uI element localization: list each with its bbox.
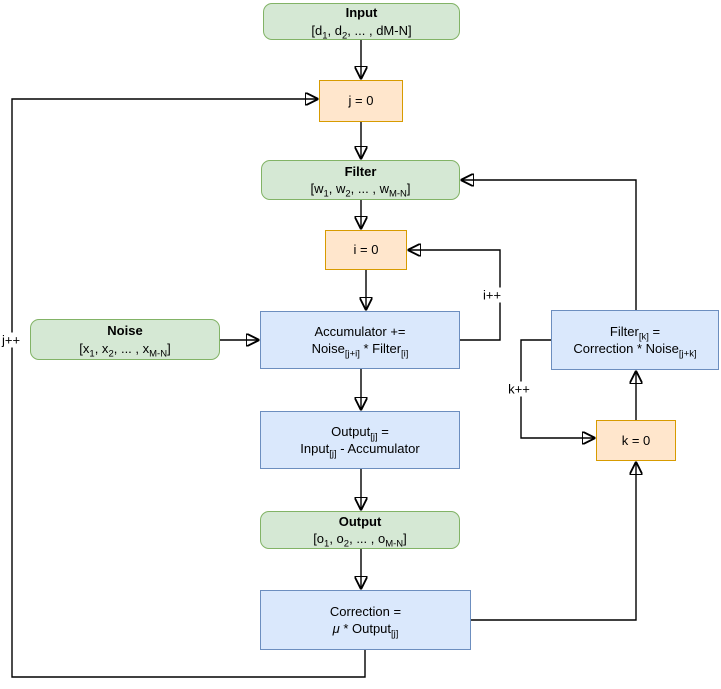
edge-correction-to-k-init	[471, 463, 636, 621]
node-j-init: j = 0	[319, 80, 403, 122]
node-i-init: i = 0	[325, 230, 407, 270]
node-output-j: Output[j] = Input[j] - Accumulator	[260, 411, 460, 469]
node-correction: Correction = μ * Output[j]	[260, 590, 471, 650]
edge-label-k-increment: k++	[506, 381, 532, 397]
node-filter-title: Filter	[344, 163, 377, 179]
node-accumulator-line1: Accumulator +=	[314, 323, 406, 339]
node-filter-formula: [w1, w2, ... , wM-N]	[310, 181, 411, 200]
node-filter-k-line2: Correction * Noise[j+k]	[573, 341, 697, 360]
node-output: Output [o1, o2, ... , oM-N]	[260, 511, 460, 549]
edge-label-j-increment: j++	[0, 332, 23, 348]
node-noise-title: Noise	[107, 323, 143, 339]
edge-j-increment-loop	[11, 99, 366, 678]
node-filter-k-line1: Filter[k] =	[609, 323, 661, 343]
node-output-j-line2: Input[j] - Accumulator	[300, 441, 420, 460]
node-filter: Filter [w1, w2, ... , wM-N]	[261, 160, 460, 200]
node-output-formula: [o1, o2, ... , oM-N]	[313, 531, 407, 550]
node-i-init-label: i = 0	[353, 242, 379, 258]
node-output-j-line1: Output[j] =	[331, 423, 389, 443]
node-noise-formula: [x1, x2, ... , xM-N]	[79, 340, 171, 360]
node-k-init-label: k = 0	[621, 432, 651, 448]
node-correction-line1: Correction =	[329, 603, 402, 619]
node-input-formula: [d1, d2, ... , dM-N]	[311, 22, 412, 42]
node-j-init-label: j = 0	[348, 93, 374, 109]
node-output-title: Output	[338, 513, 382, 529]
node-noise: Noise [x1, x2, ... , xM-N]	[30, 319, 220, 360]
node-accumulator: Accumulator += Noise[j+i] * Filter[i]	[260, 311, 460, 369]
node-k-init: k = 0	[596, 420, 676, 461]
node-input-title: Input	[345, 5, 378, 21]
edge-label-i-increment: i++	[480, 287, 504, 303]
node-input: Input [d1, d2, ... , dM-N]	[263, 3, 460, 40]
node-correction-line2: μ * Output[j]	[332, 621, 399, 640]
node-accumulator-line2: Noise[j+i] * Filter[i]	[311, 341, 409, 360]
edge-filter-k-to-filter	[462, 180, 637, 310]
node-filter-k: Filter[k] = Correction * Noise[j+k]	[551, 310, 719, 370]
